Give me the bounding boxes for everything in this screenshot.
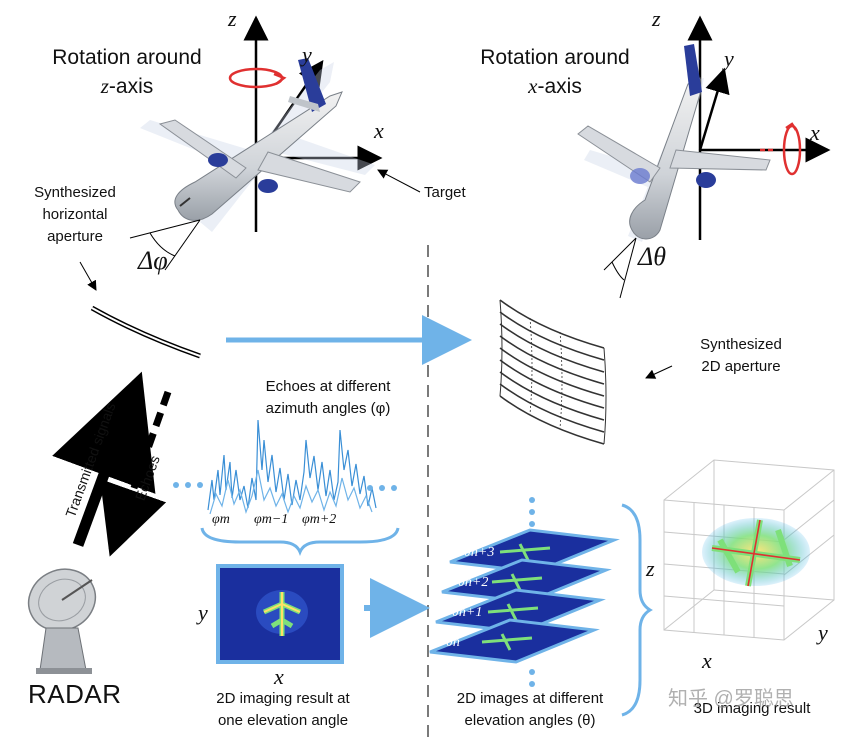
left-delta-angle-lines [129, 219, 201, 271]
echoes-label-line1: Echoes at different [265, 378, 391, 395]
right-axes [687, 15, 831, 240]
right-airplane-icon [577, 44, 771, 242]
3d-axis-y-label: y [818, 620, 828, 645]
left-axis-z-label: z [228, 6, 237, 31]
echoes-label-line2: azimuth angles (φ) [265, 400, 391, 417]
3d-result-caption: 3D imaging result [693, 700, 811, 717]
right-delta-angle-lines [603, 237, 637, 299]
left-title-line2: z-axis [22, 74, 232, 99]
2d-aperture-label-line1: Synthesized [700, 336, 782, 353]
radar-dish-icon [27, 568, 97, 674]
stack-caption-line2: elevation angles (θ) [464, 712, 596, 729]
2d-image-caption-line1: 2D imaging result at [216, 690, 350, 707]
phi-label-2: φm−1 [254, 512, 289, 527]
2d-image-target-icon [256, 590, 308, 636]
3d-axis-z-label: z [646, 556, 655, 581]
stack-brace [621, 503, 653, 717]
phi-label-3: φm+2 [302, 512, 337, 527]
stack-dots-top [529, 497, 535, 527]
2d-aperture-mesh [499, 299, 607, 445]
2d-aperture-label-line2: 2D aperture [701, 358, 781, 375]
stack-dots-bottom [529, 669, 535, 687]
horizontal-aperture-label-line1: Synthesized [34, 184, 116, 201]
left-airplane-icon [140, 58, 375, 232]
echo-signal-waveform [207, 419, 377, 515]
transmitted-signals-arrow [52, 371, 156, 547]
left-title-line1: Rotation around [52, 46, 202, 69]
target-label: Target [424, 184, 466, 201]
stack-caption-line1: 2D images at different [456, 690, 604, 707]
horizontal-aperture-label-line3: aperture [47, 228, 103, 245]
2d-image-y-label: y [198, 600, 208, 625]
3d-axis-x-label: x [702, 648, 712, 673]
horizontal-aperture-pointer-line [79, 261, 97, 291]
3d-target-icon [702, 518, 810, 587]
left-title-suffix: -axis [108, 75, 154, 98]
echoes-arrow [100, 390, 172, 557]
theta-label-1: θn+3 [464, 545, 495, 560]
echo-dots-left [173, 482, 203, 488]
2d-image-x-label: x [274, 664, 284, 689]
2d-image-caption-line2: one elevation angle [217, 712, 349, 729]
theta-label-4: θn [446, 635, 460, 650]
right-axis-x-label: x [810, 120, 820, 145]
horizontal-aperture-label-line2: horizontal [42, 206, 108, 223]
left-rotation-arrow-icon [228, 67, 287, 89]
right-rotation-arrow-icon [760, 122, 802, 176]
right-delta-angle-label: Δθ [638, 242, 667, 271]
horizontal-aperture-arc [90, 305, 201, 359]
left-delta-angle-label: Δφ [138, 246, 168, 275]
right-title-line1: Rotation around [480, 46, 630, 69]
right-axis-z-label: z [652, 6, 661, 31]
left-axes [243, 15, 383, 232]
phi-label-1: φm [212, 512, 230, 527]
right-title-line2: x-axis [450, 74, 660, 99]
theta-label-2: θn+2 [458, 575, 489, 590]
radar-label: RADAR [28, 679, 122, 709]
left-title-axis: z [100, 74, 109, 98]
left-axis-y-label: y [302, 42, 312, 67]
right-title-axis: x [528, 74, 538, 98]
echo-brace [200, 527, 400, 557]
echo-dots-right [367, 485, 397, 491]
target-pointer-line [377, 169, 421, 193]
2d-aperture-pointer-line [645, 365, 673, 379]
right-title-suffix: -axis [537, 75, 582, 98]
image-stack [429, 497, 653, 717]
right-axis-y-label: y [724, 46, 734, 71]
left-axis-x-label: x [374, 118, 384, 143]
theta-label-3: θn+1 [452, 605, 483, 620]
watermark-text: 知乎 @罗聪思 [668, 688, 794, 710]
